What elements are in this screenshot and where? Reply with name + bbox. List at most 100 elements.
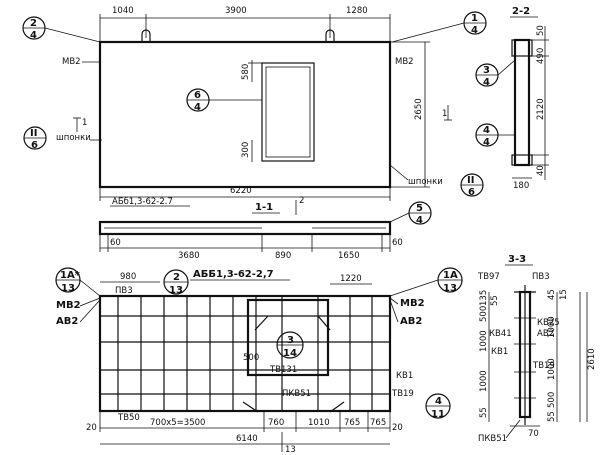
dim-opening-bottom: 300: [241, 142, 251, 158]
dim-33-l3: 55: [490, 295, 500, 306]
svg-text:6: 6: [31, 140, 38, 151]
svg-text:4: 4: [194, 102, 201, 113]
dim-top-1: 1040: [112, 6, 134, 16]
svg-text:II: II: [30, 128, 37, 139]
mark-shponki-left: шпонки: [56, 133, 91, 143]
inner-kv1: КВ1: [396, 371, 413, 381]
dim-33-r3: 1000: [547, 316, 557, 338]
section-2-2: 2-2 50 490 2120 40 180 3 4 4 4: [475, 6, 549, 191]
dim-overall: 6220: [230, 186, 252, 196]
section-11-label: АБб1,3-62-2.7: [112, 197, 173, 207]
svg-text:1А*: 1А*: [60, 270, 81, 281]
dim-33-bottom: 70: [528, 429, 539, 439]
svg-text:4: 4: [483, 125, 490, 136]
svg-text:II: II: [467, 175, 474, 186]
callout-b-a: 1А* 13: [55, 267, 101, 297]
bottom-plan-label: АББ1,3-62-2,7: [193, 269, 274, 280]
dim-opening-top: 580: [241, 64, 251, 80]
section-11-title: 1-1: [255, 202, 273, 213]
dim-11-1: 60: [110, 238, 121, 248]
dim-33-r1: 45: [547, 289, 557, 300]
dim-33-overall: 2610: [587, 348, 597, 370]
dim-11-4: 1650: [338, 251, 360, 261]
section-11-mark: 2: [299, 196, 304, 206]
dim-11-3: 890: [275, 251, 291, 261]
dim-height: 2650: [414, 98, 424, 120]
mark-mv2-bl: МВ2: [56, 300, 81, 311]
svg-text:2: 2: [173, 272, 180, 283]
lbl-av2: АВ2: [537, 329, 554, 339]
svg-text:3: 3: [483, 65, 490, 76]
section-3-3: 3-3 500 135 55 1000 1000 55 45 15 1000 1…: [477, 254, 597, 444]
dim-b-2: 700x5=3500: [150, 418, 205, 428]
svg-text:5: 5: [416, 203, 423, 214]
callout-b-b: 2 13: [163, 269, 189, 296]
dim-b-6: 765: [370, 418, 386, 428]
lbl-tv19: ТВ19: [532, 361, 555, 371]
callout-top-left: 2 4: [22, 16, 101, 43]
callout-b-d: 1А 13: [389, 267, 463, 297]
callout-22-b: 4 4: [475, 123, 515, 148]
lbl-pv3: ПВ3: [532, 272, 550, 282]
panel-outline: [98, 40, 392, 189]
dim-11-5: 60: [392, 238, 403, 248]
svg-text:2: 2: [30, 18, 37, 29]
dim-33-r4: 1000: [547, 358, 557, 380]
dim-b-overall: 6140: [236, 434, 258, 444]
top-elevation: 1040 3900 1280 6220 2650 580 300 МВ2 МВ2…: [22, 6, 487, 201]
svg-text:14: 14: [283, 348, 297, 359]
dim-b-7: 20: [392, 423, 403, 433]
svg-text:4: 4: [30, 30, 37, 41]
callout-left-key: II 6: [23, 126, 47, 151]
section-mark-right: 1: [442, 109, 447, 119]
dim-22-2: 490: [536, 48, 546, 64]
svg-text:13: 13: [169, 285, 183, 296]
svg-text:4: 4: [483, 77, 490, 88]
bottom-plan: АББ1,3-62-2,7: [55, 267, 463, 455]
svg-text:3: 3: [287, 335, 294, 346]
section-11-body: [98, 220, 392, 236]
svg-text:1А: 1А: [443, 270, 458, 281]
dim-33-r2: 15: [559, 289, 569, 300]
cage-verticals: [117, 296, 373, 411]
lifting-loop: [141, 29, 151, 42]
callout-b-e: 4 11: [425, 393, 451, 420]
svg-text:6: 6: [194, 90, 201, 101]
svg-text:4: 4: [483, 137, 490, 148]
dim-bottom-top-1: 980: [120, 272, 136, 282]
dim-22-1: 50: [536, 25, 546, 36]
mark-av2-br: АВ2: [400, 316, 422, 327]
svg-text:1: 1: [471, 13, 478, 24]
callout-22-a: 3 4: [475, 59, 516, 88]
callout-top-right: 1 4: [391, 11, 487, 43]
inner-tv131: ТВ131: [269, 365, 297, 375]
dim-11-2: 3680: [178, 251, 200, 261]
svg-text:4: 4: [416, 215, 423, 226]
mark-pv3: ПВ3: [115, 286, 133, 296]
lbl-tv97: ТВ97: [477, 272, 500, 282]
section-22-body: [513, 38, 531, 167]
dim-bottom-top-2: 1220: [340, 274, 362, 284]
callout-right-key: II 6: [460, 173, 484, 198]
svg-text:13: 13: [61, 283, 75, 294]
dim-b-4: 1010: [308, 418, 330, 428]
section-22-title: 2-2: [512, 6, 530, 17]
mark-mv2-br: МВ2: [400, 298, 425, 309]
axis-mark-13: 13: [285, 445, 296, 455]
mark-av2-bl: АВ2: [56, 316, 78, 327]
dim-33-r5: 500: [547, 392, 557, 408]
svg-text:11: 11: [431, 409, 445, 420]
section-1-1: 1-1 АБб1,3-62-2.7 2 60 3680 890 1650 60 …: [98, 196, 432, 261]
dim-22-3: 2120: [536, 98, 546, 120]
dim-b-5: 765: [344, 418, 360, 428]
section-33-title: 3-3: [508, 254, 526, 265]
door-opening: [261, 62, 315, 162]
dim-b-1: 20: [86, 423, 97, 433]
dim-33-l5: 1000: [479, 370, 489, 392]
cage-opening: [246, 298, 330, 377]
dim-top-3: 1280: [346, 6, 368, 16]
dim-33-l6: 55: [479, 407, 489, 418]
section-mark-left: 1: [82, 118, 87, 128]
inner-pkv51: ПКВ51: [282, 389, 311, 399]
